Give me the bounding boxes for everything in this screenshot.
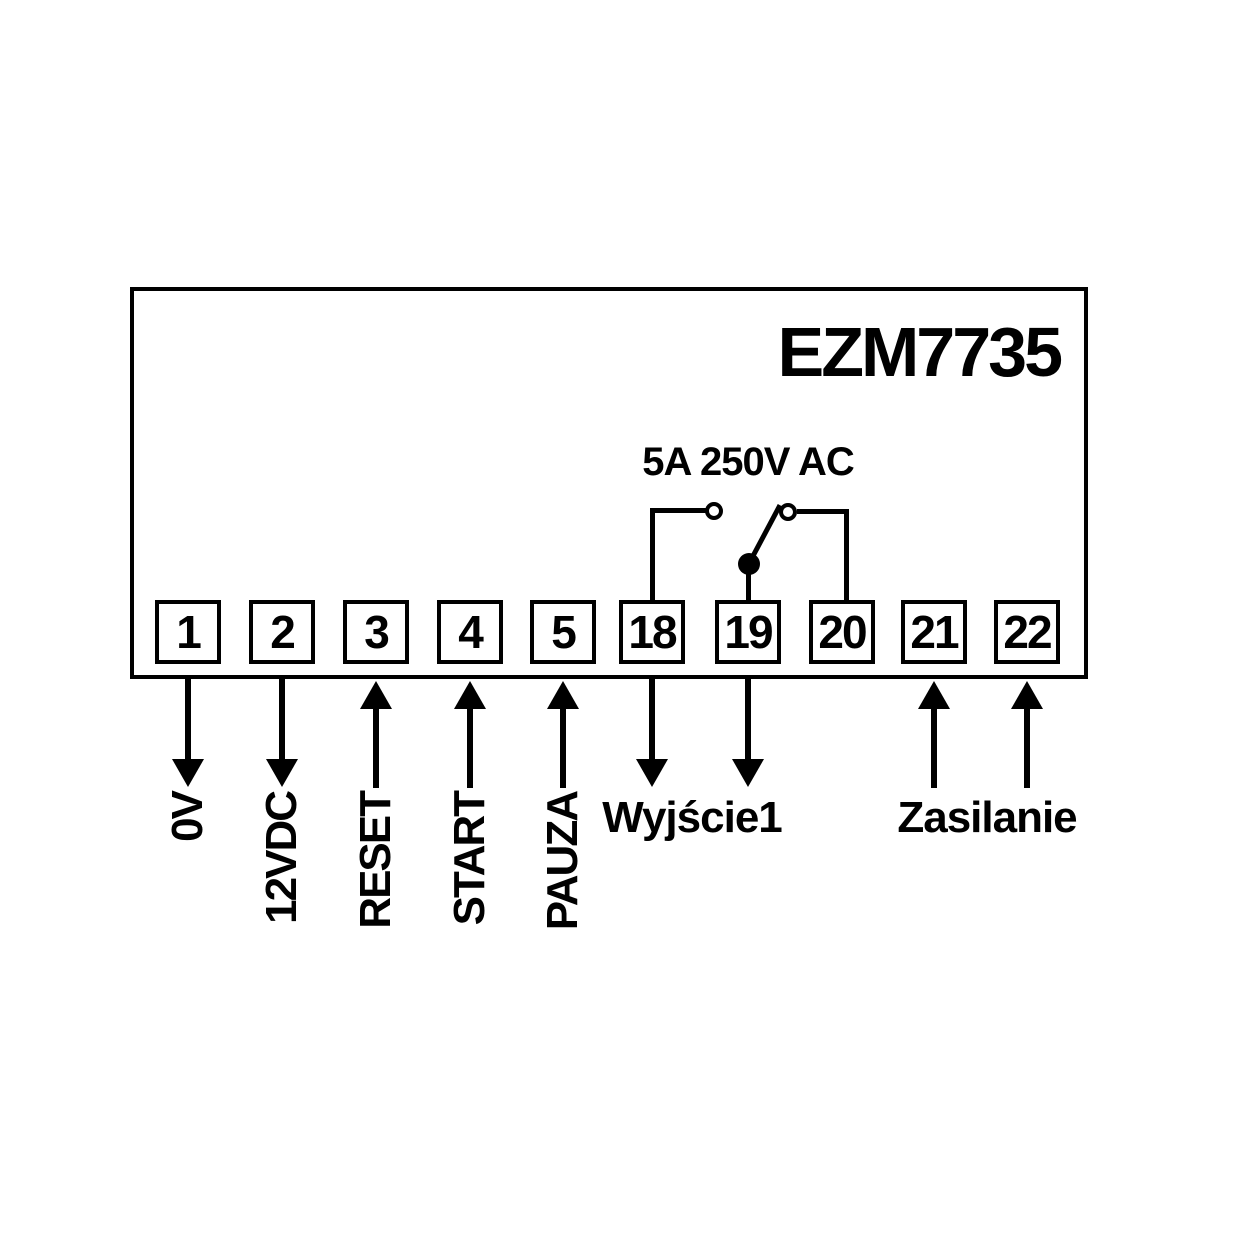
relay-contact-18-circle-icon xyxy=(705,502,723,520)
terminal-1: 1 xyxy=(155,600,221,664)
terminal-3: 3 xyxy=(343,600,409,664)
arrow-shaft xyxy=(649,679,655,759)
label-pauza: PAUZA xyxy=(538,792,587,931)
arrow-head-down-icon xyxy=(266,759,298,787)
arrow-head-down-icon xyxy=(732,759,764,787)
arrow-shaft xyxy=(560,709,566,788)
arrow-shaft xyxy=(279,679,285,759)
wire-terminal-18 xyxy=(650,508,655,600)
arrow-shaft xyxy=(373,709,379,788)
device-model-title: EZM7735 xyxy=(777,313,1063,391)
terminal-4: 4 xyxy=(437,600,503,664)
terminal-2: 2 xyxy=(249,600,315,664)
label-12vdc: 12VDC xyxy=(257,792,306,924)
terminal-18: 18 xyxy=(619,600,685,664)
terminal-22: 22 xyxy=(994,600,1060,664)
terminal-20: 20 xyxy=(809,600,875,664)
label-start: START xyxy=(445,792,494,926)
arrow-shaft xyxy=(1024,709,1030,788)
terminal-5: 5 xyxy=(530,600,596,664)
arrow-head-down-icon xyxy=(172,759,204,787)
arrow-head-down-icon xyxy=(636,759,668,787)
wire-terminal-19 xyxy=(746,562,751,600)
arrow-head-up-icon xyxy=(360,681,392,709)
label-wyjscie1: Wyjście1 xyxy=(602,793,783,842)
label-0v: 0V xyxy=(163,792,212,842)
wire-terminal-20 xyxy=(844,509,849,600)
label-zasilanie: Zasilanie xyxy=(897,793,1077,842)
relay-rating-label: 5A 250V AC xyxy=(642,440,855,484)
label-reset: RESET xyxy=(351,792,400,929)
terminal-19: 19 xyxy=(715,600,781,664)
wire-terminal-20-horizontal xyxy=(797,509,849,514)
arrow-shaft xyxy=(931,709,937,788)
relay-contact-20-circle-icon xyxy=(779,503,797,521)
arrow-shaft xyxy=(467,709,473,788)
arrow-head-up-icon xyxy=(454,681,486,709)
arrow-head-up-icon xyxy=(1011,681,1043,709)
arrow-shaft xyxy=(185,679,191,759)
terminal-21: 21 xyxy=(901,600,967,664)
wire-terminal-18-horizontal xyxy=(650,508,706,513)
arrow-shaft xyxy=(745,679,751,759)
arrow-head-up-icon xyxy=(918,681,950,709)
arrow-head-up-icon xyxy=(547,681,579,709)
